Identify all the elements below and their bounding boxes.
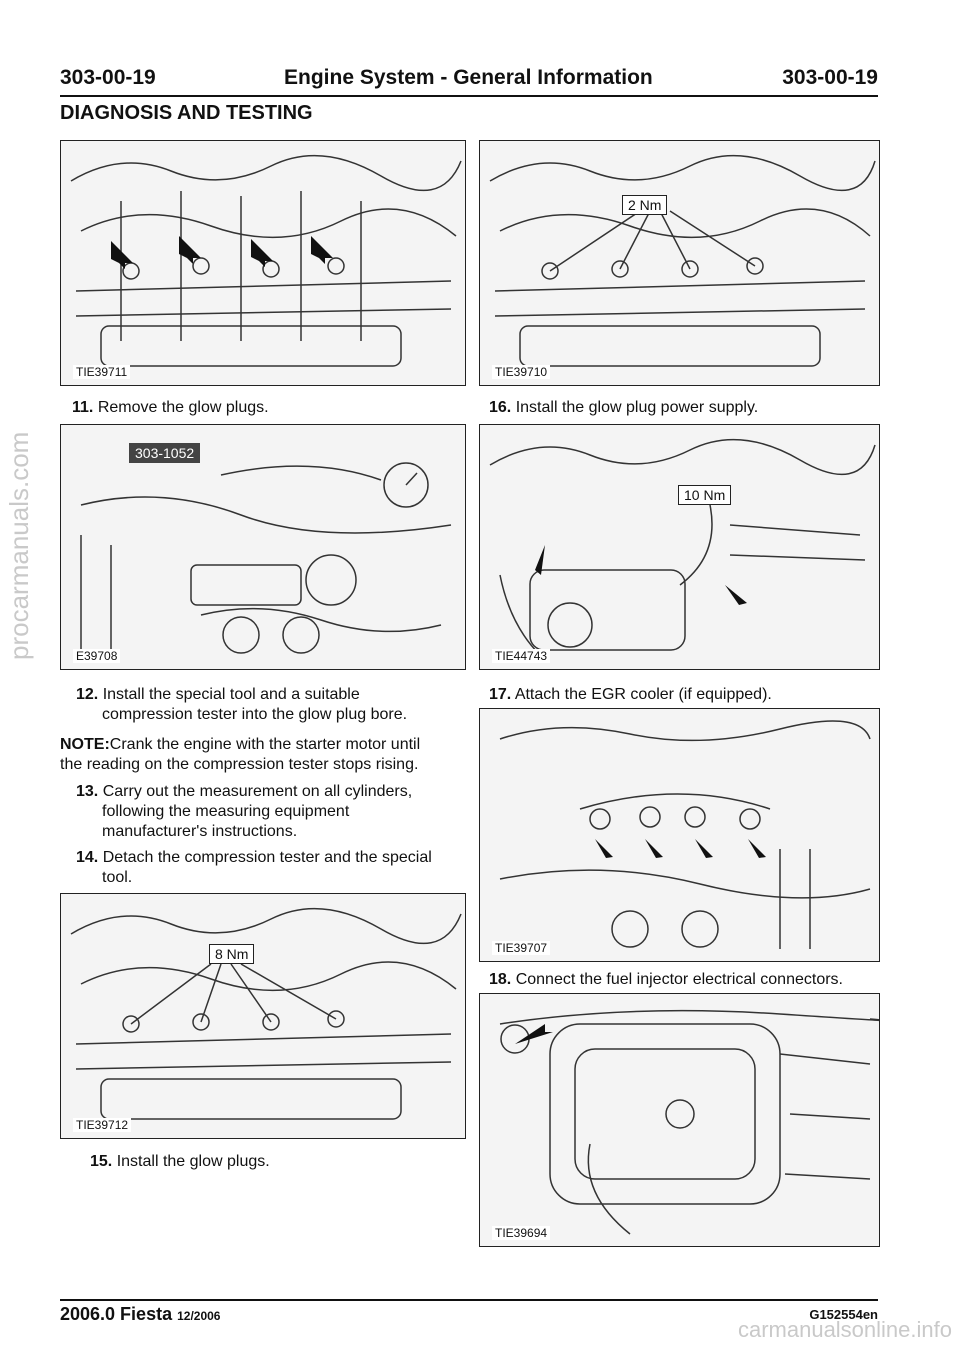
step-number: 15. (90, 1153, 113, 1170)
step-text: Carry out the measurement on all cylinde… (102, 783, 413, 800)
engine-illustration (499, 720, 871, 949)
step-number: 17. (489, 686, 512, 703)
note-label: NOTE: (60, 736, 110, 753)
step-13: 13. Carry out the measurement on all cyl… (76, 782, 412, 842)
torque-label: 2 Nm (622, 195, 668, 215)
figure-attach-egr-cooler: 10 Nm TIE44743 (479, 424, 880, 670)
bottom-watermark: carmanualsonline.info (737, 1317, 952, 1342)
figure-id: TIE39694 (492, 1226, 551, 1240)
side-watermark: procarmanuals.com (4, 431, 34, 660)
step-text: Connect the fuel injector electrical con… (515, 971, 843, 988)
step-number: 13. (76, 783, 99, 800)
footer-date: 12/2006 (177, 1309, 221, 1323)
engine-illustration (70, 154, 462, 367)
engine-illustration (70, 907, 462, 1120)
special-tool-label: 303-1052 (129, 443, 201, 463)
figure-id: E39708 (73, 649, 121, 663)
footer-model-name: 2006.0 Fiesta (60, 1304, 173, 1324)
step-text: Detach the compression tester and the sp… (102, 849, 432, 866)
step-text-continued: tool. (102, 869, 133, 886)
figure-install-special-tool: 303-1052 E39708 (60, 424, 466, 670)
section-title: DIAGNOSIS AND TESTING (60, 102, 313, 124)
note-text-continued: the reading on the compression tester st… (60, 756, 419, 773)
step-text-continued: manufacturer's instructions. (102, 823, 298, 840)
figure-id: TIE44743 (492, 649, 551, 663)
figure-id: TIE39712 (73, 1118, 132, 1132)
step-text: Remove the glow plugs. (97, 399, 269, 416)
step-15: 15. Install the glow plugs. (90, 1152, 270, 1172)
step-number: 16. (489, 399, 512, 416)
figure-id: TIE39710 (492, 365, 551, 379)
step-14: 14. Detach the compression tester and th… (76, 848, 432, 888)
step-text: Install the glow plugs. (116, 1153, 270, 1170)
step-number: 14. (76, 849, 99, 866)
step-text: Attach the EGR cooler (if equipped). (514, 686, 772, 703)
page-header: 303-00-19 Engine System - General Inform… (60, 66, 878, 92)
figure-connect-fuel-injector-connectors: TIE39707 (479, 708, 880, 962)
header-rule (60, 95, 878, 97)
header-section-number-left: 303-00-19 (60, 66, 156, 89)
engine-illustration (499, 1009, 879, 1235)
step-12: 12. Install the special tool and a suita… (76, 685, 407, 725)
engine-illustration (489, 154, 876, 367)
step-16: 16. Install the glow plug power supply. (489, 398, 758, 418)
step-18: 18. Connect the fuel injector electrical… (489, 970, 843, 990)
torque-label: 8 Nm (209, 944, 255, 964)
engine-illustration (489, 438, 876, 656)
step-text: Install the special tool and a suitable (102, 686, 360, 703)
figure-install-glow-plug-power-supply: 2 Nm TIE39710 (479, 140, 880, 386)
note: NOTE:Crank the engine with the starter m… (60, 735, 420, 775)
figure-remove-glow-plugs: TIE39711 (60, 140, 466, 386)
figure-install-glow-plugs: 8 Nm TIE39712 (60, 893, 466, 1139)
torque-label: 10 Nm (678, 485, 732, 505)
footer-model: 2006.0 Fiesta 12/2006 (60, 1304, 220, 1325)
header-title: Engine System - General Information (284, 66, 653, 89)
step-number: 12. (76, 686, 99, 703)
step-number: 11. (72, 399, 94, 416)
step-text-continued: following the measuring equipment (102, 803, 350, 820)
note-text: Crank the engine with the starter motor … (109, 736, 421, 753)
footer-rule (60, 1299, 878, 1301)
figure-engine-cover: TIE39694 (479, 993, 880, 1247)
step-number: 18. (489, 971, 512, 988)
step-text: Install the glow plug power supply. (515, 399, 759, 416)
step-17: 17. Attach the EGR cooler (if equipped). (489, 685, 772, 705)
engine-illustration (80, 462, 452, 655)
step-11: 11. Remove the glow plugs. (72, 398, 269, 418)
footer-code: G152554en (809, 1307, 878, 1322)
figure-id: TIE39707 (492, 941, 551, 955)
step-text-continued: compression tester into the glow plug bo… (102, 706, 408, 723)
header-section-number-right: 303-00-19 (782, 66, 878, 89)
figure-id: TIE39711 (73, 365, 131, 379)
